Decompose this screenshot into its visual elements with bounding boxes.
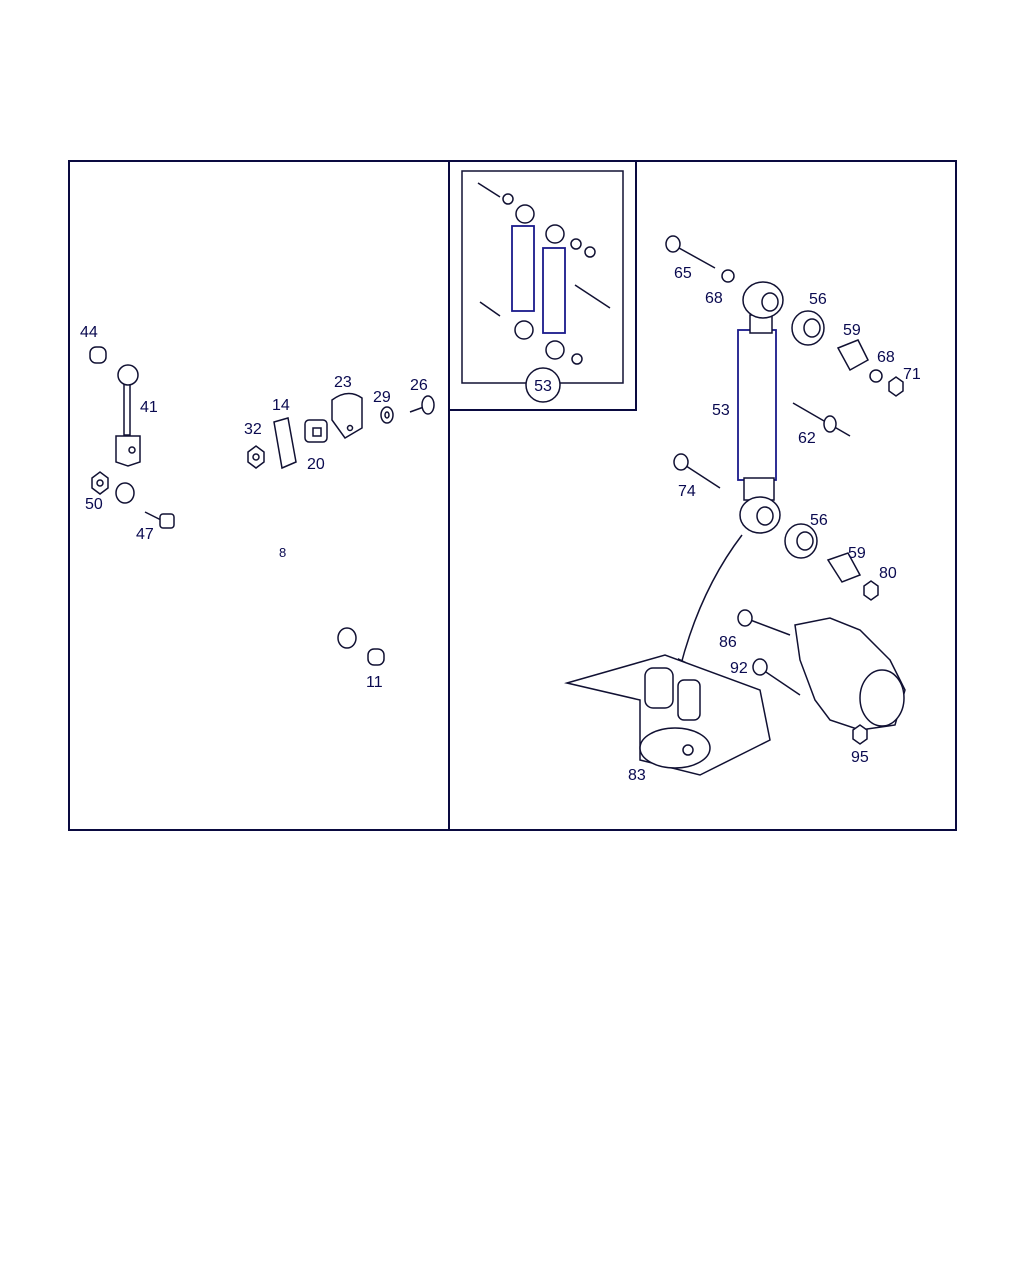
callout-8: 8 [279, 545, 286, 560]
axle-housing [794, 617, 906, 731]
callout-44: 44 [80, 324, 98, 341]
inset-callout-circle [525, 367, 561, 403]
sleeve-59-bottom [826, 552, 862, 583]
callout-74: 74 [678, 483, 696, 500]
callout-95: 95 [851, 749, 869, 766]
callout-11: 11 [366, 674, 383, 691]
callout-59: 59 [843, 322, 861, 339]
callout-65: 65 [674, 265, 692, 282]
clamp-23 [331, 392, 363, 439]
callout-47: 47 [136, 526, 154, 543]
inset-frame-outer [449, 161, 637, 411]
callout-62: 62 [798, 430, 816, 447]
link-rod [115, 364, 141, 467]
bolt-47 [144, 511, 175, 529]
callout-80: 80 [879, 565, 897, 582]
bolt-65 [665, 235, 716, 269]
callout-29: 29 [373, 389, 391, 406]
callout-41: 41 [140, 399, 158, 416]
assembly-arrow [679, 534, 743, 669]
callout-68: 68 [705, 290, 723, 307]
bolt-92 [752, 658, 801, 696]
bushing-56-top [791, 310, 825, 346]
left-panel-callouts: 44 41 50 47 8 32 14 20 23 29 26 11 [80, 324, 428, 691]
callout-71: 71 [903, 366, 921, 383]
inset-callout: 53 [534, 378, 552, 395]
nut-71 [888, 376, 904, 397]
bolt-86 [737, 609, 791, 636]
right-panel-callouts: 65 68 56 59 68 71 53 62 74 56 59 80 86 9… [628, 265, 921, 784]
bolt-26 [409, 395, 435, 415]
callout-92: 92 [730, 660, 748, 677]
callout-86: 86 [719, 634, 737, 651]
mounting-bracket-83 [564, 654, 771, 776]
rubber-bushing-44 [89, 346, 107, 364]
callout-20: 20 [307, 456, 325, 473]
bushing-56-bottom [784, 523, 818, 559]
callout-32: 32 [244, 421, 262, 438]
callout-56: 56 [810, 512, 828, 529]
callout-56: 56 [809, 291, 827, 308]
callout-50: 50 [85, 496, 103, 513]
bushing-11 [367, 648, 385, 666]
washer-68-right [869, 369, 883, 383]
bolt-74 [673, 453, 721, 489]
callout-83: 83 [628, 767, 646, 784]
nut-95 [852, 724, 868, 745]
diagram-frame [68, 160, 957, 831]
callout-26: 26 [410, 377, 428, 394]
nut-32 [247, 445, 265, 469]
bracket-14 [273, 417, 297, 470]
sleeve-59-top [836, 339, 869, 372]
stud-62 [792, 402, 851, 437]
callout-53: 53 [712, 402, 730, 419]
nut-80 [863, 580, 879, 601]
washer-68-top [721, 269, 735, 283]
shock-absorber-53 [737, 281, 784, 534]
callout-59: 59 [848, 545, 866, 562]
bushing-20 [304, 419, 328, 443]
callout-14: 14 [272, 397, 290, 414]
shock-absorber-pair-inset [477, 182, 611, 365]
nut-50 [91, 471, 109, 495]
callout-23: 23 [334, 374, 352, 391]
callout-68: 68 [877, 349, 895, 366]
washer-29 [380, 406, 394, 424]
stabilizer-bar [115, 463, 431, 649]
